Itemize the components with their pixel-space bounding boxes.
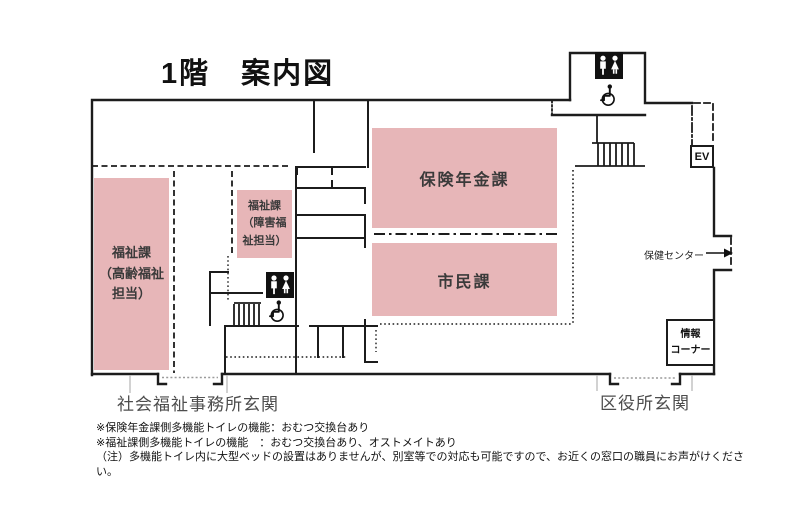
elevator-box: EV bbox=[690, 145, 714, 168]
room-insurance-pension: 保険年金課 bbox=[372, 128, 557, 228]
footnote-line-2: ※福祉課側多機能トイレの機能 ：おむつ交換台あり、オストメイトあり bbox=[96, 436, 457, 449]
entrance-label-ward-office: 区役所玄関 bbox=[600, 394, 690, 413]
restroom-sign-upper-icon bbox=[595, 52, 623, 79]
health-center-arrow-icon bbox=[706, 248, 733, 258]
wheelchair-lower-icon bbox=[269, 300, 284, 322]
footnote-line-1: ※保険年金課側多機能トイレの機能：おむつ交換台あり bbox=[96, 422, 370, 434]
room-welfare-elderly: 福祉課 （高齢福祉 担当） bbox=[94, 178, 169, 370]
restroom-sign-lower-icon bbox=[266, 272, 294, 298]
interior-walls bbox=[209, 99, 378, 375]
room-welfare-disability: 福祉課 （障害福 祉担当） bbox=[237, 190, 292, 258]
footnote-line-3: （注）多機能トイレ内に大型ベッドの設置はありませんが、別室等での対応も可能ですの… bbox=[96, 451, 745, 478]
room-citizens: 市民課 bbox=[372, 243, 557, 316]
entrance-label-welfare-office: 社会福祉事務所玄関 bbox=[117, 395, 279, 414]
stairs-lower-icon bbox=[233, 302, 261, 326]
stairs-upper-icon bbox=[575, 115, 645, 167]
page-title: 1階 案内図 bbox=[161, 58, 335, 90]
info-corner-box: 情報 コーナー bbox=[666, 319, 715, 366]
health-center-label: 保健センター bbox=[644, 251, 704, 262]
wheelchair-upper-icon bbox=[600, 84, 615, 106]
footnotes: ※保険年金課側多機能トイレの機能：おむつ交換台あり ※福祉課側多機能トイレの機能… bbox=[96, 421, 764, 479]
